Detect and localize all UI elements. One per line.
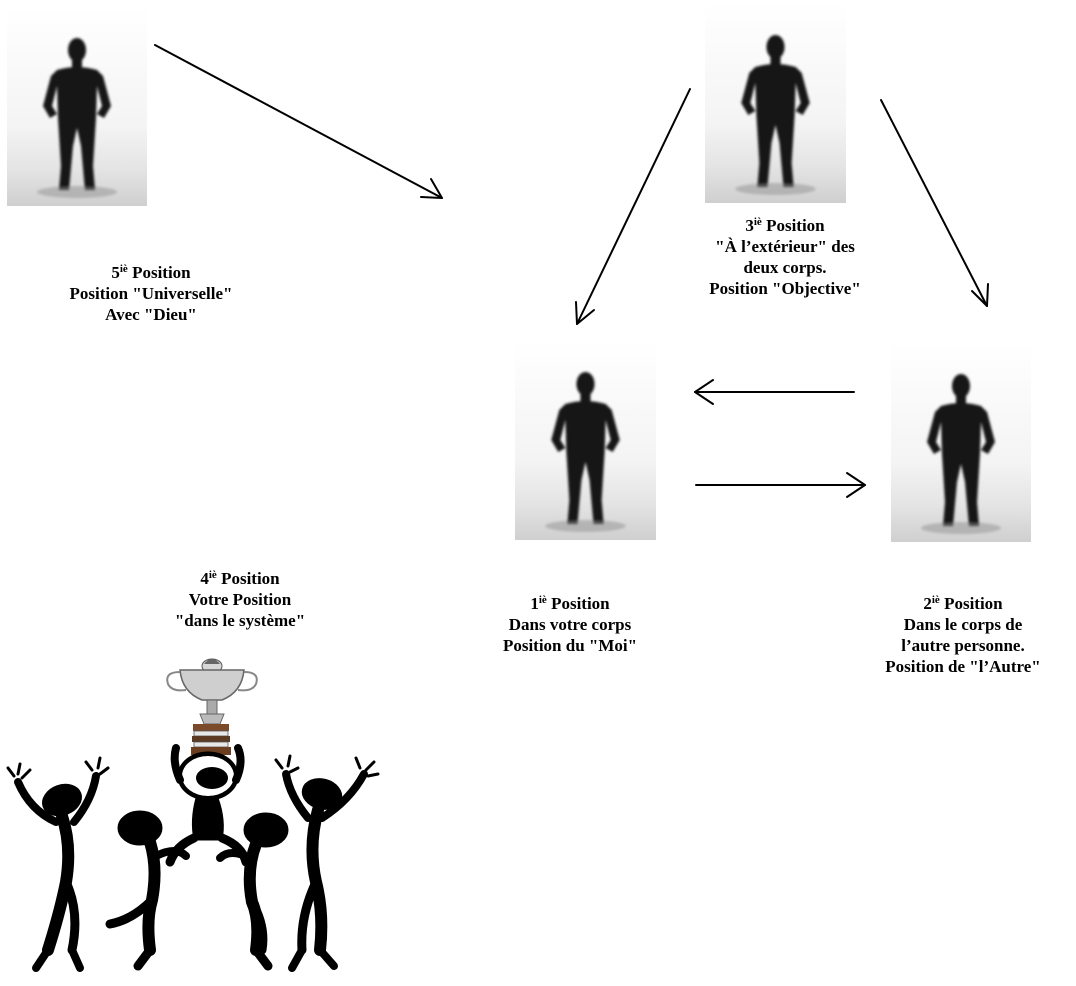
label-position-3: 3iè Position "À l’extérieur" des deux co… [709,216,861,298]
arrow-p1-to-p2 [695,472,866,498]
books-icon [191,724,231,755]
arrow-p2-to-p1 [694,379,855,405]
label-position-5: 5iè Position Position "Universelle" Avec… [69,263,233,324]
label-position-1: 1iè Position Dans votre corps Position d… [502,594,638,655]
trophy-icon [166,658,258,725]
cheering-figures [6,744,380,972]
arrow-p5-to-center [154,44,443,199]
label-position-4: 4iè Position Votre Position "dans le sys… [174,569,306,630]
arrow-p3-to-p1 [575,88,691,325]
label-position-2: 2iè Position Dans le corps de l’autre pe… [885,594,1041,676]
group-trophy-figures [6,658,380,972]
arrow-p3-to-p2 [880,99,989,307]
